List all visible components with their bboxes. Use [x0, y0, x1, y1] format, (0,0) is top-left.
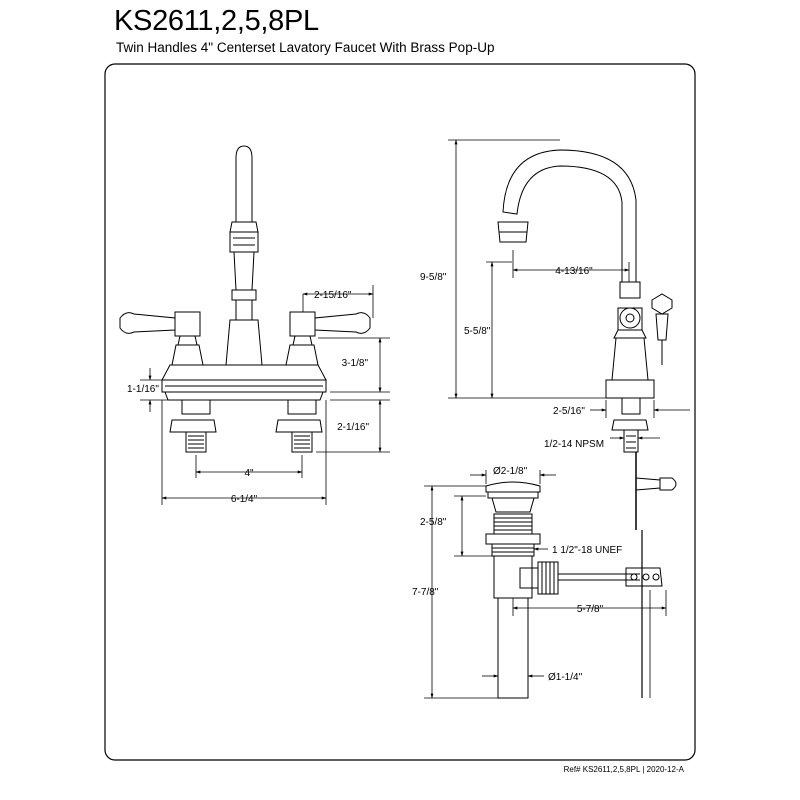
page-subtitle: Twin Handles 4" Centerset Lavatory Fauce… [116, 40, 495, 55]
dim-overall-length: 7-7/8" [412, 587, 439, 598]
front-view-dimensions [140, 285, 390, 505]
side-view-faucet [497, 149, 677, 530]
front-view-faucet [119, 145, 371, 453]
dim-drain-thread: 1 1/2"-18 UNEF [552, 545, 622, 556]
dim-thread: 1/2-14 NPSM [544, 439, 604, 450]
dim-shank-length: 2-1/16" [337, 422, 369, 433]
dim-handle-height: 3-1/8" [342, 358, 369, 369]
dim-center: 4" [244, 468, 254, 479]
dim-spread: 2-15/16" [314, 290, 352, 301]
drawing-frame [104, 63, 696, 761]
dim-overall-width: 6-1/4" [231, 494, 258, 505]
dim-tailpiece-diameter: Ø1-1/4" [548, 672, 583, 683]
side-view-dimensions [448, 139, 690, 440]
dim-flange-diameter: Ø2-1/8" [493, 466, 528, 477]
dim-overall-height: 9-5/8" [420, 272, 447, 283]
reference-number: Ref# KS2611,2,5,8PL | 2020-12-A [563, 765, 684, 774]
dim-spout-reach: 4-13/16" [555, 266, 593, 277]
page-title: KS2611,2,5,8PL [114, 5, 319, 37]
dim-lift-rod: 5-7/8" [577, 604, 604, 615]
dim-spout-clearance: 5-5/8" [464, 326, 491, 337]
drain-dimensions [424, 470, 667, 699]
dim-base-diameter: 2-5/16" [553, 406, 585, 417]
dim-base-height: 1-1/16" [127, 384, 159, 395]
dim-flange-height: 2-5/8" [420, 517, 447, 528]
